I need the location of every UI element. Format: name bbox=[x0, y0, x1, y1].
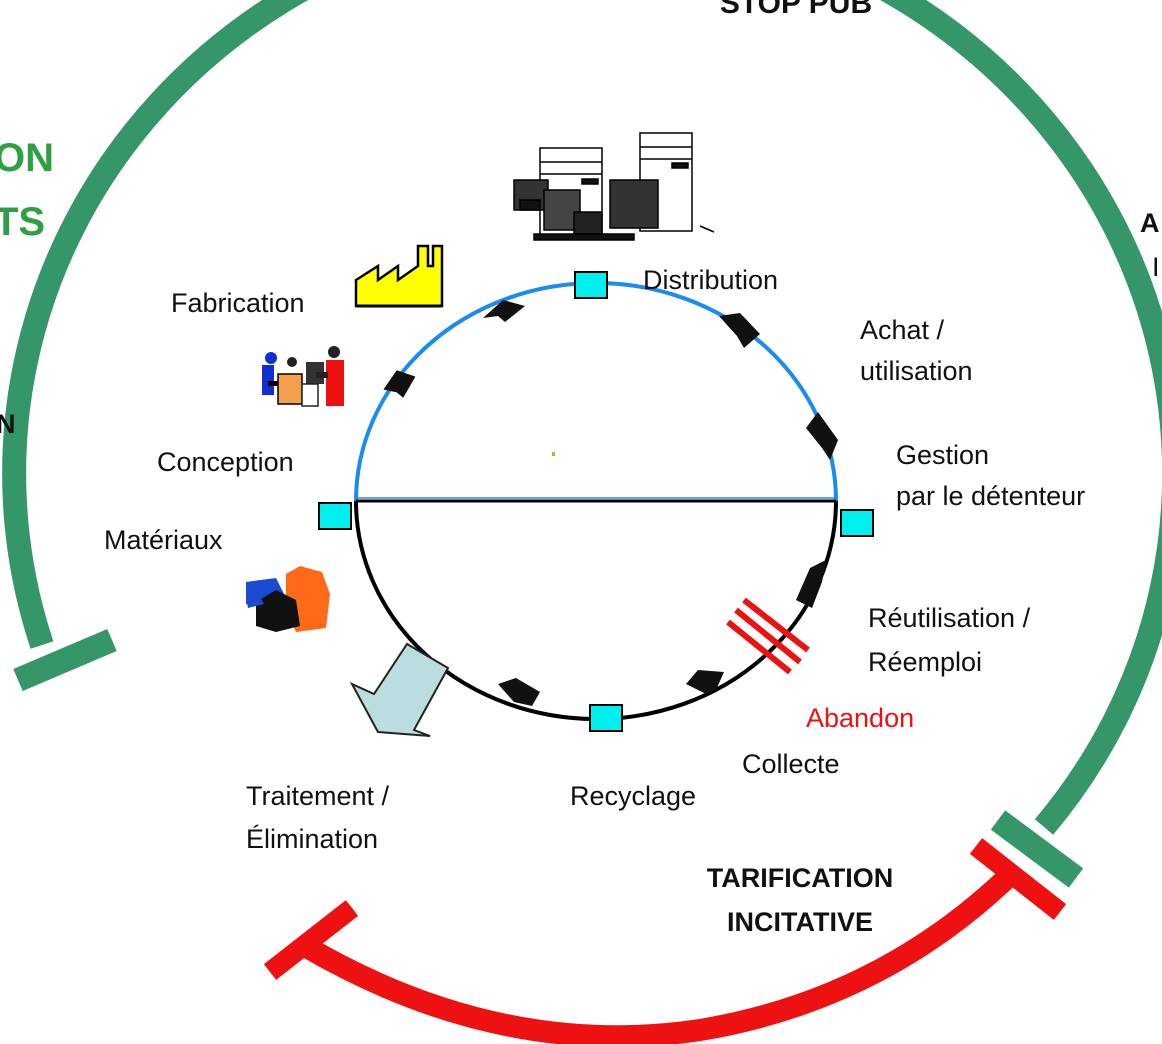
label-materiaux: Matériaux bbox=[104, 525, 223, 555]
computers-icon bbox=[513, 132, 715, 241]
label-reutilisation-line1: Réutilisation / bbox=[868, 603, 1031, 633]
left-green-label-2: TS bbox=[0, 200, 46, 244]
label-reutilisation-line2: Réemploi bbox=[868, 647, 983, 677]
left-green-label-1: ON bbox=[0, 136, 54, 180]
left-dark-label: N bbox=[0, 409, 16, 439]
right-clipped-label-2: I bbox=[1152, 252, 1160, 282]
cycle-upper-blue bbox=[354, 281, 838, 502]
node-distribution bbox=[574, 271, 608, 299]
label-fabrication: Fabrication bbox=[171, 288, 305, 318]
arrow-achat bbox=[806, 412, 838, 460]
stray-mark bbox=[552, 452, 555, 456]
label-abandon: Abandon bbox=[806, 703, 915, 733]
red-arc-end-left bbox=[263, 900, 359, 980]
factory-icon bbox=[354, 244, 444, 308]
abandon-hatch-icon bbox=[726, 597, 810, 675]
top-label: STOP PUB bbox=[719, 0, 873, 20]
right-clipped-label-1: A bbox=[1140, 208, 1160, 238]
arrow-distribution bbox=[719, 313, 760, 348]
label-distribution: Distribution bbox=[643, 265, 779, 295]
cycle-arrows bbox=[383, 300, 838, 706]
arrow-conception bbox=[383, 370, 416, 398]
label-conception: Conception bbox=[157, 447, 294, 477]
green-arc-end-right bbox=[990, 810, 1084, 888]
material-bags-icon bbox=[246, 566, 330, 632]
arrow-fabrication bbox=[483, 300, 525, 322]
green-arc-end-left bbox=[13, 628, 117, 692]
label-traitement-line1: Traitement / bbox=[246, 781, 390, 811]
node-materiaux bbox=[318, 502, 352, 530]
label-recyclage: Recyclage bbox=[570, 781, 697, 811]
arrow-reemploi bbox=[686, 670, 724, 694]
red-arc-end-right bbox=[969, 838, 1067, 920]
workers-icon bbox=[262, 346, 344, 407]
arrow-gestion bbox=[796, 560, 826, 608]
label-achat-line1: Achat / bbox=[860, 315, 945, 345]
label-collecte: Collecte bbox=[742, 749, 840, 779]
label-achat-line2: utilisation bbox=[860, 356, 973, 386]
label-gestion-line2: par le détenteur bbox=[896, 481, 1086, 511]
treatment-arrow-icon bbox=[349, 642, 450, 737]
label-traitement-line2: Élimination bbox=[246, 824, 379, 854]
bottom-red-arc bbox=[299, 867, 1018, 1044]
label-gestion-line1: Gestion bbox=[896, 440, 990, 470]
bottom-label-line1: TARIFICATION bbox=[706, 863, 894, 893]
bottom-label-line2: INCITATIVE bbox=[727, 907, 873, 937]
outer-green-arc bbox=[2, 0, 1162, 835]
arrow-collecte bbox=[498, 678, 540, 706]
node-collecte bbox=[589, 704, 623, 732]
node-gestion bbox=[840, 509, 874, 537]
